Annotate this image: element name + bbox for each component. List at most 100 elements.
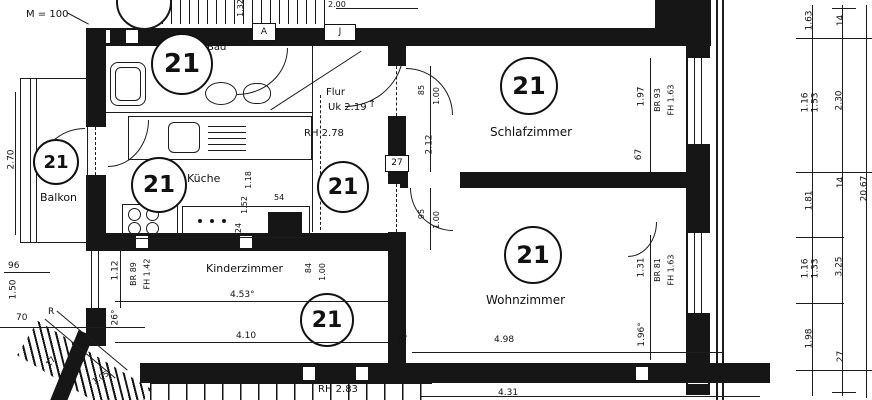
dim-schlaf-door-a: 85 <box>417 84 427 96</box>
wohn-window-gap <box>688 233 710 313</box>
stove-burner-3 <box>128 222 141 235</box>
dim-kitchen-a: 1.18 <box>243 171 253 189</box>
dim-line-wohn-door <box>430 188 432 250</box>
unit-circle-schlafzimmer: 21 <box>500 57 558 115</box>
bathtub <box>110 62 146 106</box>
dim-schlaf-win-br: BR 93 <box>652 88 662 112</box>
hall-partition-line <box>312 46 314 232</box>
dim-right-r2: 14 <box>836 14 847 27</box>
unit-circle-bad: 21 <box>151 33 213 95</box>
dim-balkon-width: 96 <box>8 261 20 271</box>
schlaf-window-gap <box>688 58 710 144</box>
wohn-right-arc <box>628 222 657 257</box>
dim-kinder-width-top: 4.53° <box>230 290 255 300</box>
hall-dashed-line <box>320 95 321 230</box>
dim-right-r9: 1.98 <box>804 328 815 349</box>
wohn-door-gap <box>388 184 406 232</box>
schlaf-wohn-door-gap <box>408 172 460 188</box>
dim-line-96 <box>4 272 50 274</box>
unit-circle-flur: 21 <box>317 161 369 213</box>
top-stair-circle <box>116 0 172 30</box>
wohn-window-pane-2 <box>701 233 703 313</box>
dim-kinder-door-a: 84 <box>304 262 314 274</box>
toilet <box>205 82 237 105</box>
dim-kitchen-b: 54 <box>274 193 285 202</box>
schlaf-door-dash <box>396 66 397 116</box>
dim-top-width: 2.00 <box>328 0 346 9</box>
dim-right-r1: 1.63 <box>804 10 815 31</box>
wohn-window-pane-1 <box>694 233 696 313</box>
room-label-bad: Bad <box>207 42 227 53</box>
dim-balkon-height: 2.70 <box>6 149 17 170</box>
room-label-flur: Flur <box>326 87 345 98</box>
counter-dot-1 <box>198 219 202 223</box>
dim-right-r6: 14 <box>836 176 847 189</box>
balcony-rail-1 <box>30 78 32 242</box>
dim-kinder-win-width: 1.12 <box>110 260 121 281</box>
top-stair-treads <box>144 0 330 24</box>
bottom-stair-treads <box>150 383 432 400</box>
chain-tick-7 <box>832 392 856 394</box>
room-label-kinderzimmer: Kinderzimmer <box>206 262 284 275</box>
wall-top <box>86 28 706 46</box>
unit-circle-balkon: 21 <box>33 139 79 185</box>
dim-kinder-corner: 26° <box>110 309 121 326</box>
counter-dot-3 <box>222 219 226 223</box>
dim-line-schlaf-window <box>650 58 652 172</box>
dim-wohn-win-fh: FH 1.63 <box>666 254 676 286</box>
dim-wohn-width: 4.98 <box>494 335 515 345</box>
chain-tick-3 <box>796 237 844 239</box>
dim-line-wohn-width <box>412 352 724 354</box>
dim-right-total: 20.67 <box>859 175 870 202</box>
kitchen-counter-bottom <box>182 206 310 238</box>
dim-chain-inner <box>812 5 814 396</box>
kitchen-sink <box>168 122 200 153</box>
scale-note: M = 100 <box>26 9 69 20</box>
room-label-schlafzimmer: Schlafzimmer <box>490 125 573 139</box>
room-label-kueche: Küche <box>187 172 221 185</box>
door-marker-a: A <box>252 23 276 41</box>
chain-tick-6 <box>832 8 856 10</box>
dim-schlaf-win-fh: FH 1.63 <box>666 84 676 116</box>
dim-wohn-win-offset: 1.96° <box>636 322 647 347</box>
kinder-window-pane-2 <box>98 248 100 308</box>
wall-bottom-notch-3 <box>636 367 648 380</box>
wall-hall-corner-block <box>268 212 302 234</box>
dim-schlaf-win-offset: 67 <box>634 148 645 161</box>
dim-wohn-door-a: 95 <box>417 208 427 220</box>
dim-wohn-wall: 77 <box>396 335 408 345</box>
dim-chain-outer <box>842 5 844 396</box>
bath-kitchen-divider <box>106 112 312 114</box>
dim-line-schlaf-door <box>430 66 432 172</box>
dim-kinder-door-b: 1.00 <box>317 263 327 281</box>
wall-top-right-block <box>655 0 711 46</box>
flur-room-height: RH 2.78 <box>304 128 344 139</box>
dim-wohn-win-br: BR 81 <box>652 258 662 282</box>
wall-bottom <box>140 363 770 383</box>
balcony-outline <box>20 78 88 243</box>
chain-tick-5 <box>796 370 872 372</box>
stove-burner-4 <box>146 222 159 235</box>
dim-right-r5: 1.81 <box>804 190 815 211</box>
kinder-window-gap <box>86 248 106 308</box>
dim-line-kinder-top <box>115 301 390 303</box>
balcony-door-gap <box>86 127 106 175</box>
schlaf-window-pane-1 <box>694 58 696 144</box>
dim-right-r7a: 1.16 <box>800 258 811 279</box>
flur-clear-height: Uk 2.19 <box>328 102 367 113</box>
dim-kitchen-d: 24 <box>234 222 244 234</box>
dim-line-kinder-bottom <box>115 342 390 344</box>
dim-right-r3a: 1.16 <box>800 92 811 113</box>
facade-line-2 <box>722 0 724 400</box>
dim-left-a: 1.50 <box>8 279 19 300</box>
dim-line-70 <box>0 327 145 329</box>
flur-arrow: ↑ <box>368 99 377 110</box>
kinderzimmer-room-height: RH 2.83 <box>318 384 358 395</box>
dim-kinder-width-bottom: 4.10 <box>236 331 257 341</box>
dim-kinder-win-fh: FH 1.42 <box>142 258 152 290</box>
dim-right-r8: 3.25 <box>834 256 845 277</box>
wall-notch-4 <box>240 236 252 248</box>
stove-burner-1 <box>128 208 141 221</box>
dim-left-r: R <box>48 307 55 317</box>
dim-left-b: 70 <box>16 313 28 323</box>
